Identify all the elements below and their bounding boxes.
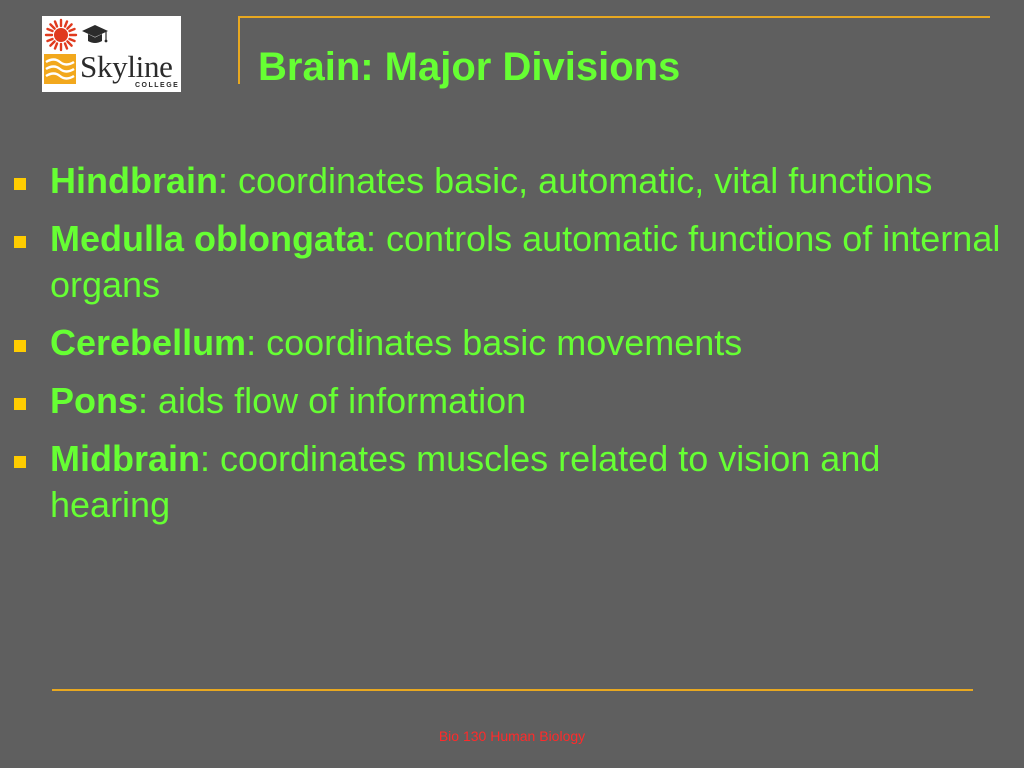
bullet-square-icon xyxy=(14,236,26,248)
bullet-square-icon xyxy=(14,178,26,190)
title-rule-top xyxy=(240,16,990,18)
waves-logo-icon xyxy=(44,54,76,84)
bullet-item-pons: Pons: aids flow of information xyxy=(12,378,1002,424)
title-rule-left xyxy=(238,16,240,84)
footer-rule xyxy=(52,689,973,691)
bullet-term: Pons xyxy=(50,380,139,421)
slide-title: Brain: Major Divisions xyxy=(258,45,681,89)
footer-text: Bio 130 Human Biology xyxy=(438,728,586,744)
bullet-list: Hindbrain: coordinates basic, automatic,… xyxy=(12,158,1002,540)
logo-subtitle: COLLEGE xyxy=(135,82,180,89)
bullet-text: : aids flow of information xyxy=(138,380,527,421)
bullet-item-midbrain: Midbrain: coordinates muscles related to… xyxy=(12,436,1002,528)
bullet-square-icon xyxy=(14,456,26,468)
bullet-square-icon xyxy=(14,340,26,352)
bullet-text: : coordinates basic movements xyxy=(246,322,743,363)
bullet-text: : controls automatic functions of intern… xyxy=(50,218,1001,305)
logo-name: Skyline xyxy=(80,49,173,84)
bullet-item-cerebellum: Cerebellum: coordinates basic movements xyxy=(12,320,1002,366)
graduation-cap-icon xyxy=(82,25,108,43)
bullet-term: Medulla oblongata xyxy=(50,218,367,259)
bullet-item-medulla-oblongata: Medulla oblongata: controls automatic fu… xyxy=(12,216,1002,308)
bullet-term: Midbrain xyxy=(50,438,200,479)
bullet-text: : coordinates basic, automatic, vital fu… xyxy=(218,160,933,201)
bullet-item-hindbrain: Hindbrain: coordinates basic, automatic,… xyxy=(12,158,1002,204)
bullet-square-icon xyxy=(14,398,26,410)
bullet-term: Hindbrain xyxy=(50,160,218,201)
sun-logo-icon xyxy=(44,18,78,52)
skyline-college-logo: Skyline COLLEGE xyxy=(42,16,181,92)
bullet-term: Cerebellum xyxy=(50,322,247,363)
bullet-text: : coordinates muscles related to vision … xyxy=(50,438,881,525)
